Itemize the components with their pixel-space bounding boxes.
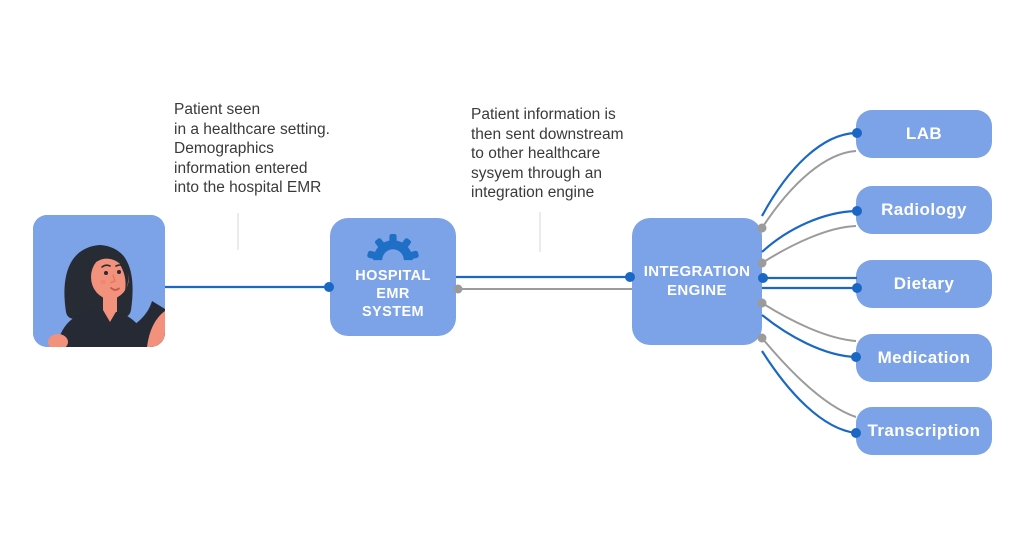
connector-engine-medication-gray	[761, 302, 857, 342]
patient-illustration	[33, 215, 165, 347]
connector-engine-transcription-blue	[761, 350, 857, 435]
annotation-emr-note: Patient seen in a healthcare setting. De…	[174, 101, 330, 196]
connector-engine-radiology-blue	[761, 209, 857, 253]
annotation-engine-note: Patient information is then sent downstr…	[471, 106, 624, 201]
dest-node-lab: LAB	[856, 110, 992, 158]
connector-engine-medication-blue	[761, 314, 857, 359]
integration-engine-node: INTEGRATION ENGINE	[632, 218, 762, 345]
emr-label: HOSPITAL EMR SYSTEM	[355, 267, 431, 321]
lab-label: LAB	[905, 124, 943, 144]
radiology-label: Radiology	[881, 200, 967, 220]
connector-engine-lab-blue	[761, 131, 857, 217]
medication-label: Medication	[877, 348, 971, 368]
connector-engine-lab-gray	[761, 150, 857, 229]
connector-engine-transcription-gray	[761, 337, 857, 418]
connector-engine-radiology-gray	[761, 225, 857, 264]
transcription-label: Transcription	[867, 421, 981, 441]
dest-node-transcription: Transcription	[856, 407, 992, 455]
engine-label: INTEGRATION ENGINE	[643, 262, 751, 299]
dest-node-dietary: Dietary	[856, 260, 992, 308]
dest-node-medication: Medication	[856, 334, 992, 382]
gear-arch-icon	[367, 233, 419, 260]
patient-node	[33, 215, 165, 347]
dest-node-radiology: Radiology	[856, 186, 992, 234]
hospital-emr-node: HOSPITAL EMR SYSTEM	[330, 218, 456, 336]
dietary-label: Dietary	[893, 274, 955, 294]
